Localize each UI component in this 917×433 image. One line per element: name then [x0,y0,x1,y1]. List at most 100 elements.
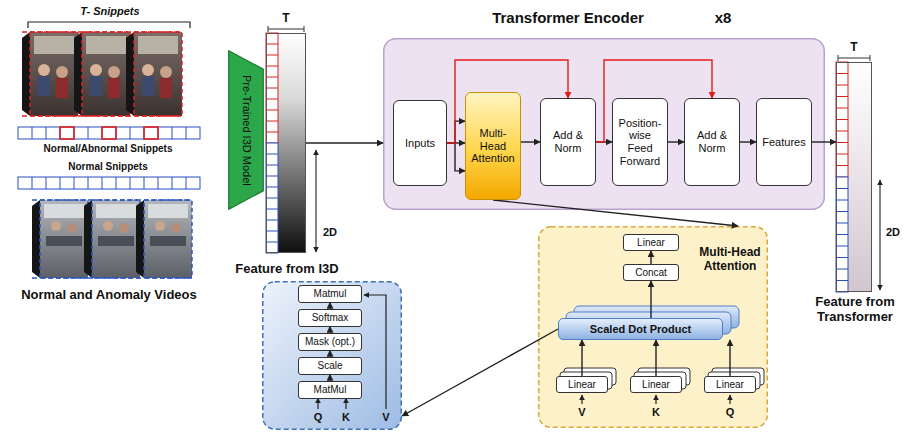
connector [330,375,331,381]
abnormal-cells [836,62,848,177]
frame-window [96,204,136,218]
person-head [56,66,68,78]
operation-box: MatMul [298,381,362,399]
person-body [108,78,120,98]
connector [582,340,583,376]
connector [521,142,540,143]
abnormal-snippet [102,127,116,139]
encoder-block: InputsMulti-Head AttentionAdd & NormPosi… [383,38,825,210]
process-box: Add & Norm [540,98,596,186]
process-box: Add & Norm [684,98,740,186]
video-frame [144,200,192,278]
snippet-bracket [28,22,190,28]
connector [306,143,383,144]
feature-gradient [266,33,306,253]
person-head [155,221,165,231]
person-head [103,221,113,231]
t-dimension-line [268,26,304,32]
operation-box: Linear [704,376,756,393]
frame-side [84,200,92,278]
connector-line [447,143,465,171]
connector [651,281,652,318]
video-frame [40,200,88,278]
frame-side [74,32,82,116]
video-frame [92,200,140,278]
connector [402,329,558,416]
connector-line [812,141,836,142]
box-label: Softmax [312,312,349,324]
frame-guide [22,32,182,116]
attention-box: Multi-Head Attention [465,92,521,200]
attention-detail-panel-fill [263,282,402,430]
desk [150,236,186,246]
connector [730,340,731,376]
operation-box: Linear [623,234,679,251]
person-body [90,76,102,96]
encoder-block-fill [384,39,825,210]
operation-box: Linear [630,376,682,393]
frame-guide [32,200,192,278]
person-head [160,66,172,78]
connector [330,303,331,309]
snippet-rows [18,127,200,189]
frame-window [138,36,178,54]
video-frame [30,32,78,116]
operation-box: Matmul [298,285,362,303]
box-label: Add & Norm [543,129,593,154]
anomaly-video-frames [22,32,182,116]
abnormal-snippet [60,127,74,139]
frame-window [34,36,74,54]
desk [46,236,82,246]
normal-cells [836,177,848,292]
connector-line [668,141,684,142]
box-label: Position-wise Feed Forward [615,117,665,168]
box-label: Concat [635,267,667,279]
group-label: T- Snippets [50,5,170,18]
caption: Feature from I3D [227,262,347,277]
connector-line [329,375,330,381]
person-body [56,78,68,98]
operation-box: Scale [298,357,362,375]
operation-box: Mask (opt.) [298,333,362,351]
frame-outline [134,32,182,116]
connector [812,142,836,143]
connector-line [329,303,330,309]
snippet-row [18,177,200,189]
frame-side [136,200,144,278]
input-arrow [345,398,346,409]
box-label: Linear [716,379,744,391]
connector-line [729,340,730,376]
connector [651,251,652,264]
t-dimension-line [838,55,870,61]
input-arrows [318,295,730,409]
snippet-dividers [32,127,186,139]
connector [668,142,684,143]
connector [656,340,657,376]
person-head [38,64,50,76]
dimension-label: T [278,12,294,26]
person-body [142,76,154,96]
attention-box: Scaled Dot Product [558,318,723,340]
connector [330,327,331,333]
snippet-dividers [32,177,186,189]
box-label: MatMul [314,384,347,396]
person-body [160,78,172,98]
connector-line [447,121,465,143]
feature-bar: Feature from Transformer [836,62,872,292]
connector-line [402,329,558,416]
process-box: Features [756,98,812,186]
feature-gradient [836,62,872,292]
normal-cells [266,143,278,253]
box-label: Multi-Head Attention [468,127,518,165]
connector-line [329,327,330,333]
operation-box: Linear [556,376,608,393]
person-head [119,223,129,233]
connector [330,351,331,357]
repeat-count: x8 [708,9,738,26]
input-arrow [364,295,386,409]
dimension-label: 2D [883,226,903,239]
attention-detail-panel: MatmulSoftmaxMask (opt.)ScaleMatMulQKV [262,281,402,430]
transformer-feature-map [836,55,880,292]
input-symbol: Q [724,406,736,419]
